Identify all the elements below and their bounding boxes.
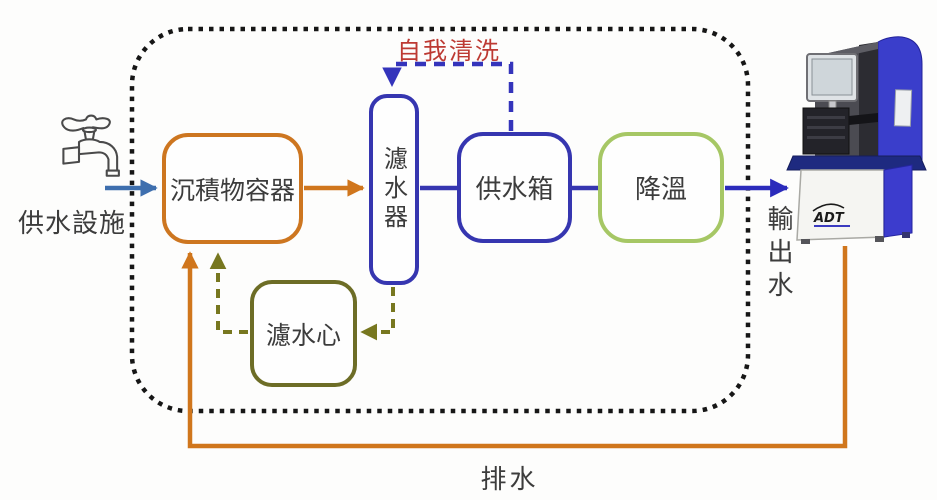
machine-monitor <box>806 53 858 117</box>
machine-table-top <box>786 155 927 171</box>
output-water-label: 輸出水 <box>763 205 793 304</box>
node-water-filter: 濾水器 <box>369 94 419 285</box>
svg-text:ADT: ADT <box>813 211 845 226</box>
node-cooling: 降溫 <box>598 132 724 243</box>
supply-facility-label: 供水設施 <box>17 209 126 239</box>
arrow-self-cleaning <box>382 61 514 131</box>
drain-label: 排水 <box>480 465 539 495</box>
node-sediment-container: 沉積物容器 <box>162 133 303 244</box>
node-supply-tank: 供水箱 <box>457 132 572 243</box>
self-cleaning-label: 自我清洗 <box>397 37 501 65</box>
node-sediment-container-label: 沉積物容器 <box>169 175 295 205</box>
system-boundary <box>129 26 751 414</box>
machine-drawer-unit <box>802 107 878 155</box>
node-supply-tank-label: 供水箱 <box>475 175 554 205</box>
arrow-cartridge-to-sediment <box>209 252 248 334</box>
node-filter-cartridge: 濾水心 <box>250 280 357 387</box>
node-cooling-label: 降溫 <box>634 175 687 205</box>
faucet-outlet <box>105 169 120 177</box>
node-filter-cartridge-label: 濾水心 <box>265 320 341 350</box>
faucet-body-spout <box>77 138 119 173</box>
dicing-machine-illustration: ADT <box>786 36 927 244</box>
arrow-filter-to-cartridge <box>360 287 395 341</box>
node-water-filter-label: 濾水器 <box>379 146 408 233</box>
machine-logo: ADT <box>812 203 850 227</box>
machine-lower-cabinet <box>796 164 913 244</box>
arrow-drain-loop <box>181 246 848 449</box>
faucet-inlet-pipe <box>62 146 81 165</box>
faucet-icon <box>61 114 120 177</box>
